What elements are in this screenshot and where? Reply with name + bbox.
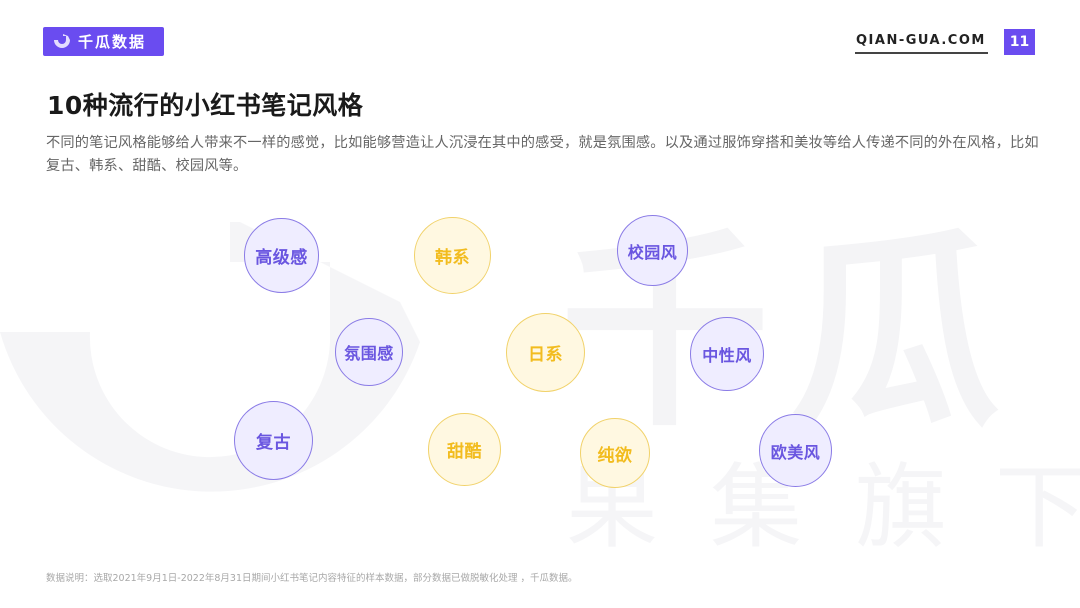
style-bubble-tianku: 甜酷 — [428, 413, 501, 486]
style-bubble-rixi: 日系 — [506, 313, 585, 392]
style-bubble-gaojigan: 高级感 — [244, 218, 319, 293]
style-bubble-fugu: 复古 — [234, 401, 313, 480]
logo-text: 千瓜数据 — [78, 33, 147, 51]
page-description: 不同的笔记风格能够给人带来不一样的感觉，比如能够营造让人沉浸在其中的感受，就是氛… — [46, 135, 1039, 174]
site-underline-divider — [855, 52, 988, 54]
style-bubble-oumeifeng: 欧美风 — [759, 414, 832, 487]
site-link[interactable]: QIAN-GUA.COM — [856, 33, 986, 48]
brand-logo[interactable]: 千瓜数据 — [43, 27, 164, 56]
qiangua-logo-icon — [54, 33, 70, 48]
style-bubble-zhongxingfeng: 中性风 — [690, 317, 764, 391]
style-bubble-fenweigan: 氛围感 — [335, 318, 403, 386]
data-source-footnote: 数据说明：选取2021年9月1日-2022年8月31日期间小红书笔记内容特征的样… — [46, 573, 578, 584]
watermark-char: 旗 — [855, 454, 948, 561]
watermark-char: 瓜 — [790, 210, 1001, 455]
page-number-badge: 11 — [1004, 29, 1035, 55]
page-title: 10种流行的小红书笔记风格 — [47, 91, 364, 120]
watermark-char: 下 — [995, 454, 1080, 561]
style-bubble-chunyu: 纯欲 — [580, 418, 650, 488]
watermark-logo-arc-icon — [0, 222, 420, 492]
style-bubble-hanxi: 韩系 — [414, 217, 491, 294]
style-bubble-xiaoyuanfeng: 校园风 — [617, 215, 688, 286]
